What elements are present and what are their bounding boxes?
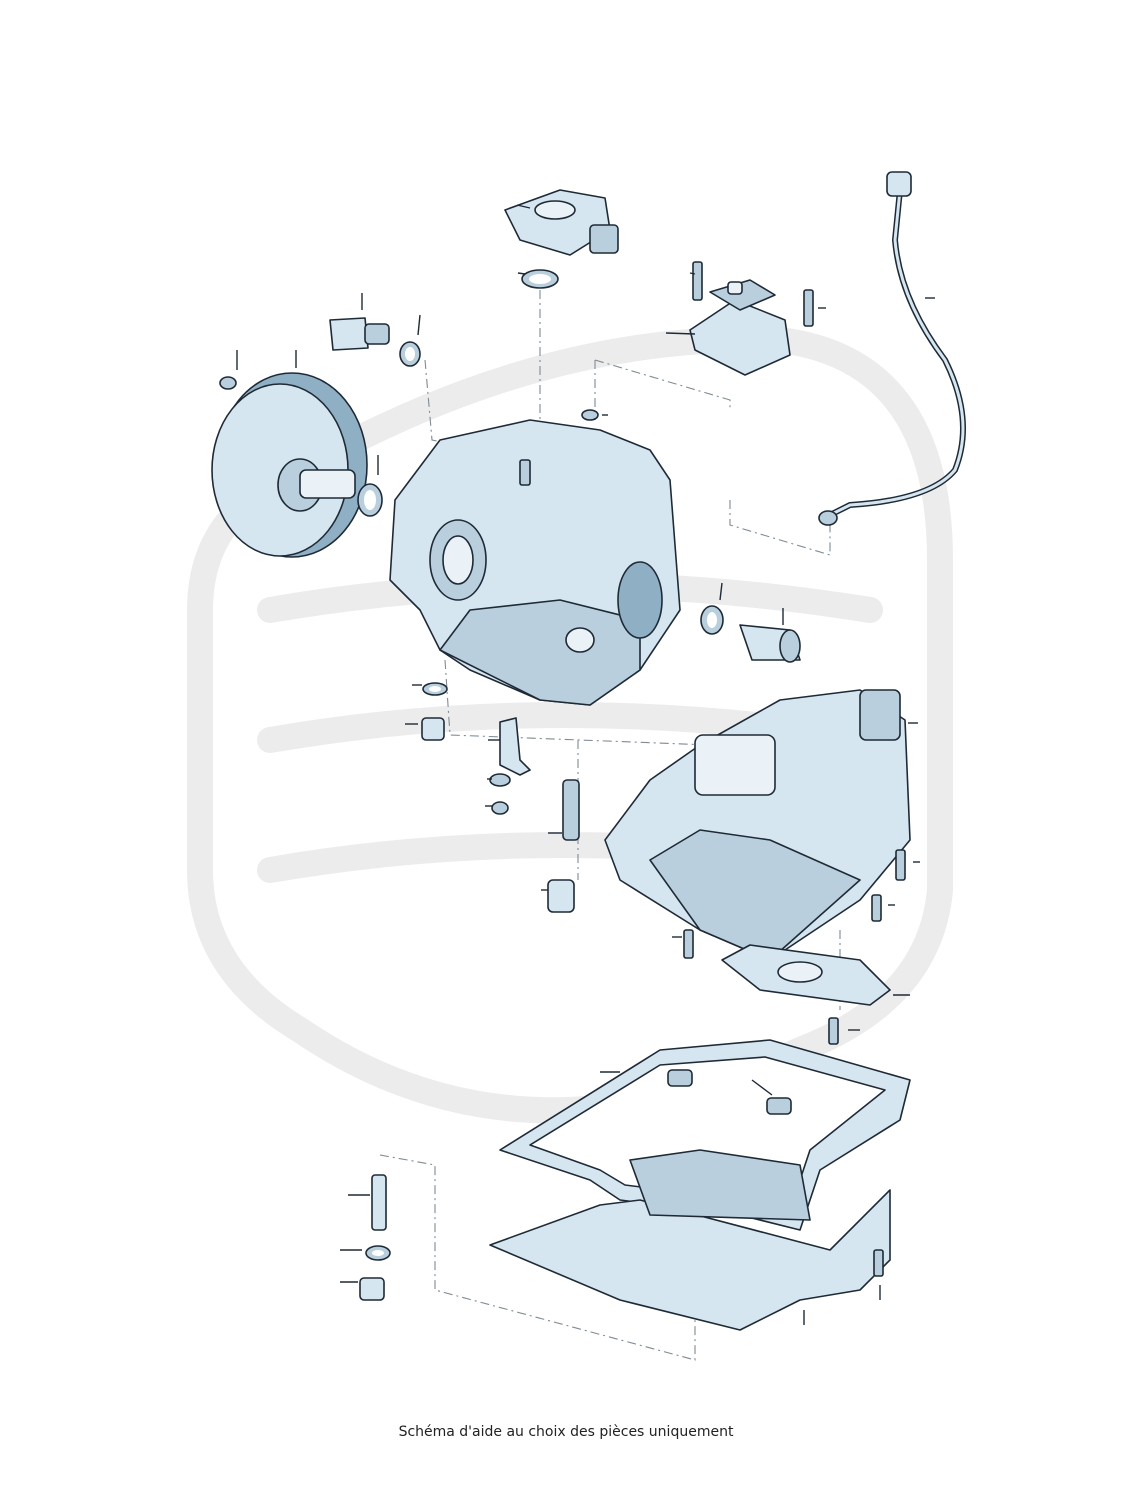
drain-plug-upper[interactable]: [421, 717, 445, 741]
oil-strainer[interactable]: [721, 944, 891, 1006]
seal-ring-upper[interactable]: [399, 341, 421, 367]
torque-converter[interactable]: [211, 372, 368, 558]
bolt-pan[interactable]: [873, 1249, 884, 1277]
bolt-cooler-right[interactable]: [803, 289, 814, 327]
bolt-mechatronic-left[interactable]: [683, 929, 694, 959]
bolt-strainer[interactable]: [828, 1017, 839, 1045]
mechatronic-unit[interactable]: [604, 689, 911, 961]
washer-small[interactable]: [581, 409, 599, 421]
sleeve-bushing[interactable]: [547, 879, 575, 913]
selector-switch[interactable]: [504, 189, 619, 256]
bolt-cooler-left[interactable]: [692, 261, 703, 301]
bolt-mechatronic-right[interactable]: [895, 849, 906, 881]
o-ring-switch[interactable]: [521, 269, 559, 289]
seal-ring-input[interactable]: [357, 483, 383, 517]
bolt-mechatronic-mid[interactable]: [871, 894, 882, 922]
caption: Schéma d'aide au choix des pièces unique…: [398, 1424, 734, 1440]
drive-flange[interactable]: [329, 317, 390, 351]
oil-pan[interactable]: [489, 1149, 891, 1331]
magnet-1[interactable]: [667, 1069, 693, 1087]
seal-ring-output[interactable]: [700, 605, 724, 635]
bracket[interactable]: [499, 717, 531, 776]
magnet-2[interactable]: [766, 1097, 792, 1115]
drain-plug-lower[interactable]: [359, 1277, 385, 1301]
nut-bracket[interactable]: [491, 801, 509, 815]
dipstick-tube[interactable]: [818, 171, 966, 526]
washer-drain-upper[interactable]: [422, 682, 448, 696]
overflow-tube[interactable]: [371, 1174, 387, 1231]
washer-drain-lower[interactable]: [365, 1245, 391, 1261]
spring[interactable]: [562, 779, 580, 841]
washer-bracket[interactable]: [489, 773, 511, 787]
oil-cooler[interactable]: [689, 279, 791, 376]
callout-leaders: [236, 204, 935, 1325]
output-flange[interactable]: [739, 624, 801, 663]
transmission-housing[interactable]: [389, 419, 681, 706]
converter-nut[interactable]: [219, 376, 237, 390]
